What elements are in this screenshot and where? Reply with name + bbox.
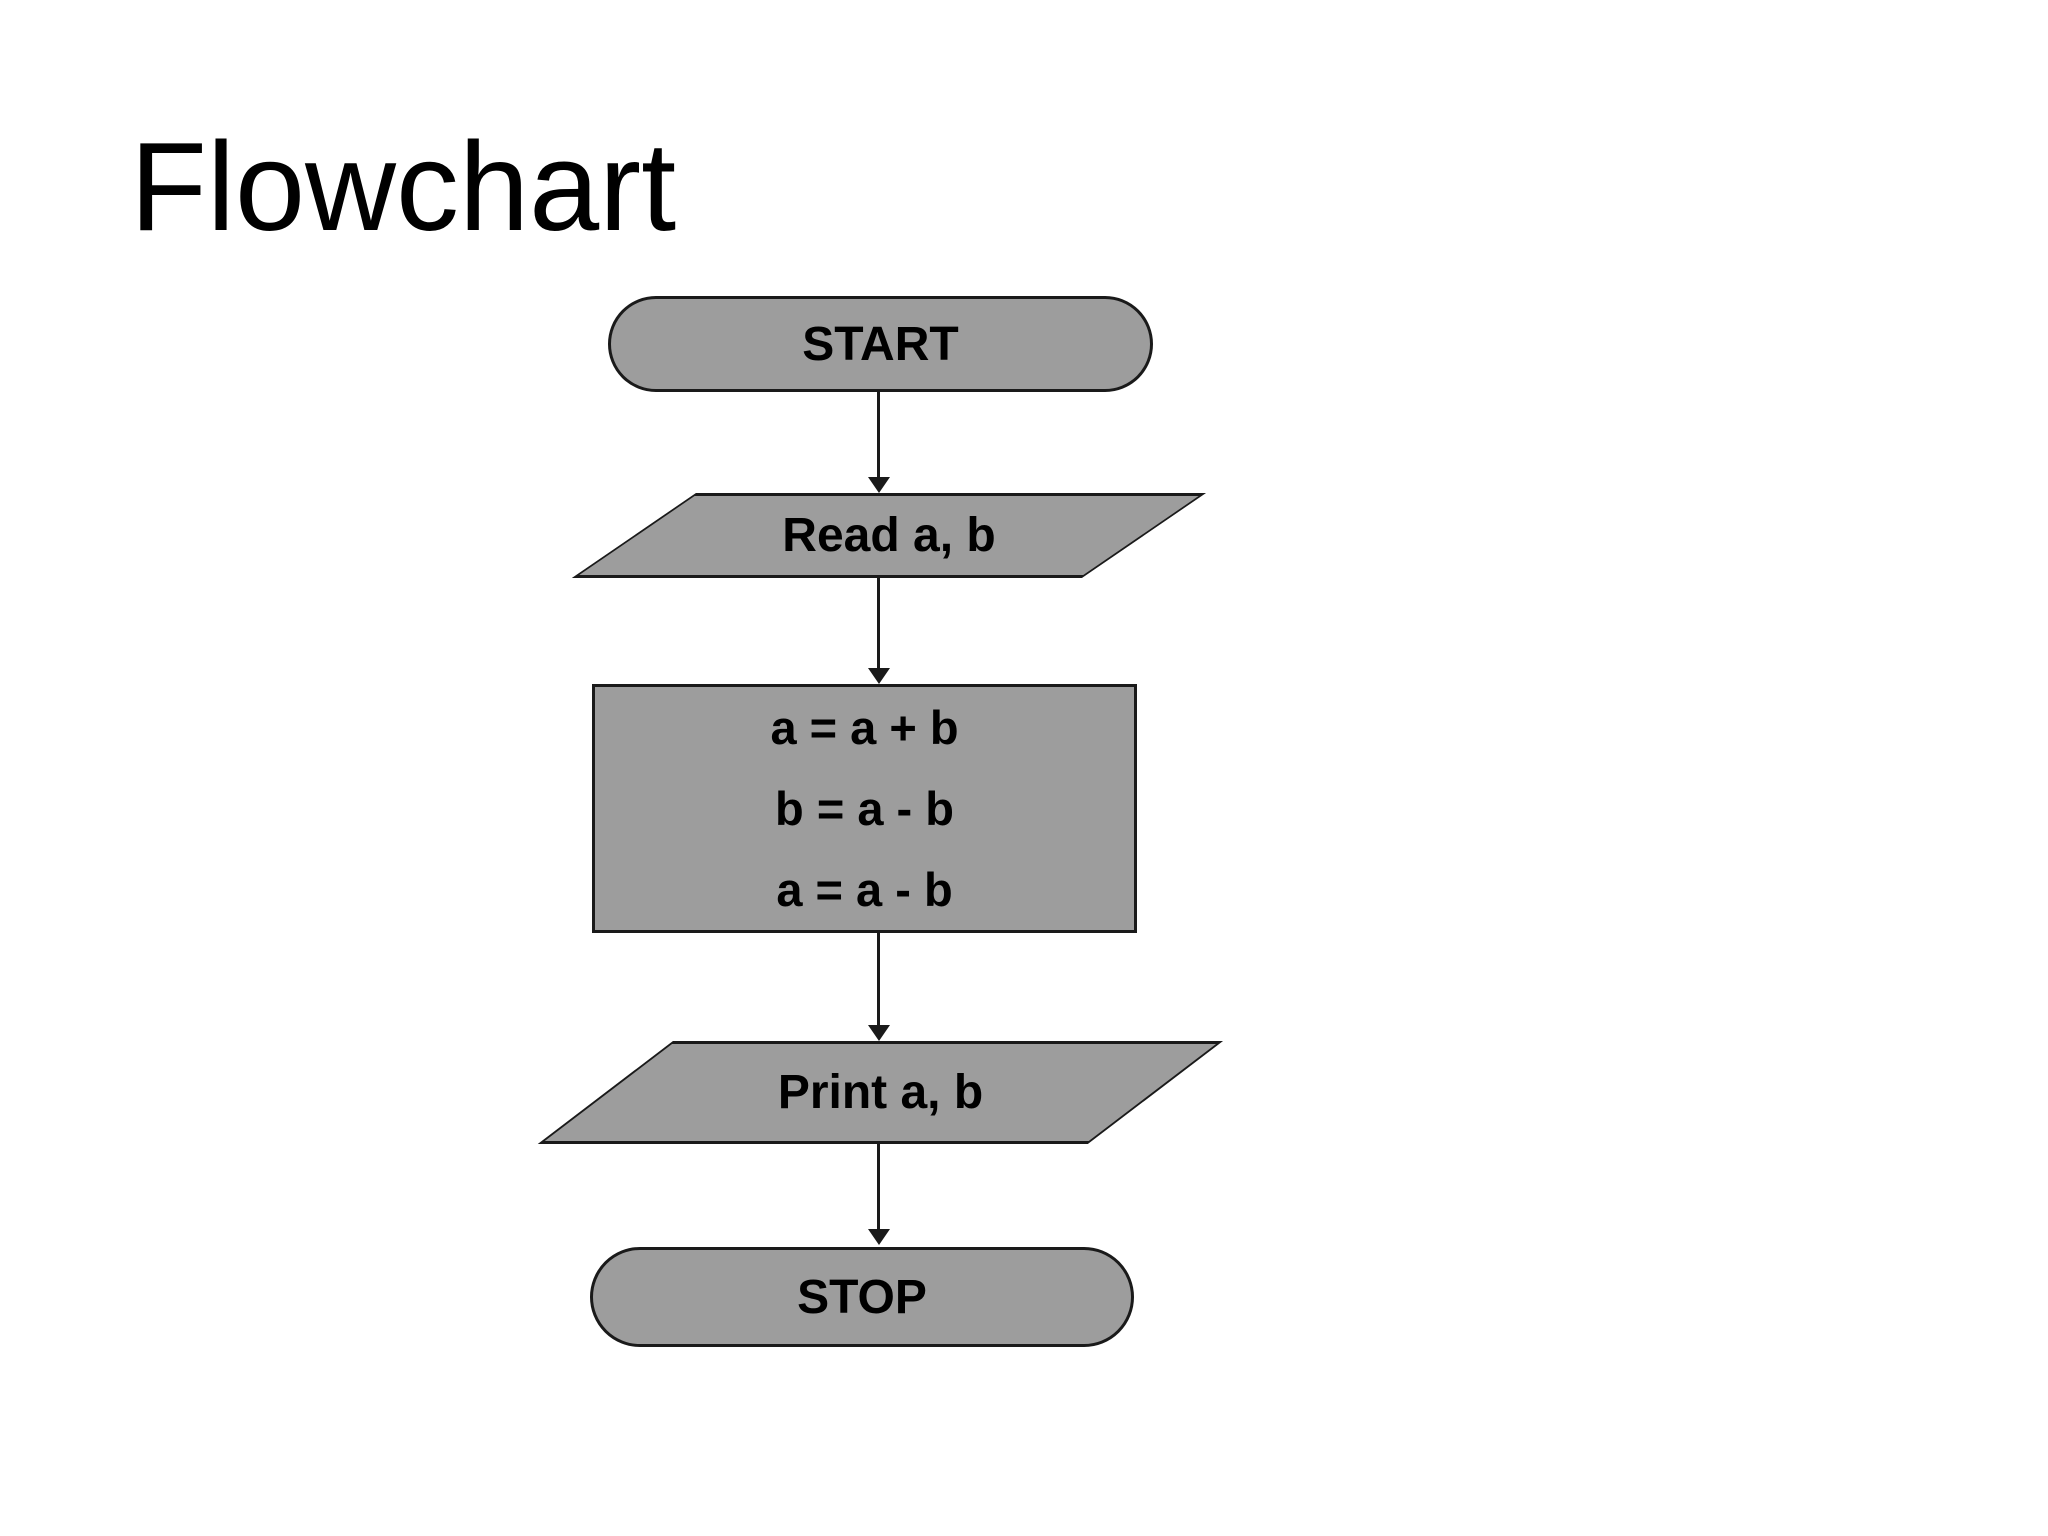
flowchart-node-start: START [608,296,1153,392]
connector-line-start-read [877,392,880,477]
page-title: Flowchart [130,116,677,257]
process-line-3: a = a - b [776,863,953,916]
connector-line-print-stop [877,1144,880,1229]
connector-line-process-print [877,933,880,1025]
process-line-1: a = a + b [770,701,959,754]
read-node-label: Read a, b [782,509,996,562]
flowchart-node-read: Read a, b [571,493,1206,578]
start-node-label: START [802,317,959,371]
process-line-2: b = a - b [775,782,954,835]
print-node-label: Print a, b [777,1066,984,1119]
connector-line-read-process [877,578,880,668]
flowchart-node-print: Print a, b [537,1041,1223,1144]
stop-node-label: STOP [797,1270,927,1324]
flowchart-node-process: a = a + b b = a - b a = a - b [592,684,1137,933]
arrowhead-icon [868,1025,890,1041]
arrowhead-icon [868,477,890,493]
arrowhead-icon [868,668,890,684]
arrowhead-icon [868,1229,890,1245]
flowchart-node-stop: STOP [590,1247,1134,1347]
